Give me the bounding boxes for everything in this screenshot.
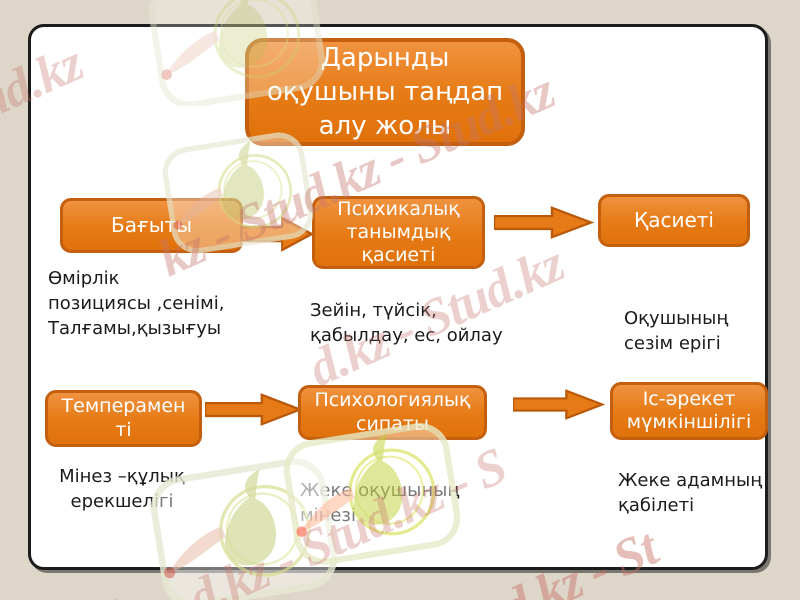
flow-box-label: Темперамен ті	[61, 395, 186, 441]
flow-note: Мінез –құлық ерекшелігі	[59, 466, 185, 513]
flow-arrow-right-icon	[205, 393, 302, 426]
flow-note: Жеке адамның қабілеті	[618, 470, 763, 517]
diagram-title-box: Дарынды оқушыны таңдап алу жолы	[245, 38, 525, 146]
flow-box-is-areket: Іс-әрекет мүмкіншілігі	[610, 382, 768, 440]
flow-box-label: Бағыты	[110, 213, 192, 238]
flow-box-label: Қасиеті	[634, 208, 714, 233]
flow-box-label: Психологиялық сипаты	[314, 389, 471, 435]
flow-box-label: Іс-әрекет мүмкіншілігі	[626, 387, 752, 433]
flow-box-label: Психикалық танымдық қасиеті	[337, 197, 460, 267]
flow-arrow-right-icon	[238, 216, 313, 252]
flow-note: Жеке оқушының мінезі	[300, 480, 460, 527]
flow-box-kasieti: Қасиеті	[598, 194, 750, 247]
flow-note: Оқушының сезім ерігі	[624, 308, 729, 355]
flow-note: Зейін, түйсік, қабылдау, ес, ойлау	[310, 300, 503, 347]
flow-arrow-right-icon	[494, 206, 593, 239]
flow-box-psihologialyk: Психологиялық сипаты	[298, 385, 487, 440]
diagram-title: Дарынды оқушыны таңдап алу жолы	[266, 42, 504, 142]
flow-box-temperament: Темперамен ті	[45, 390, 202, 447]
studkz-watermark-text: Stud.kz	[0, 579, 132, 600]
flow-box-bagyty: Бағыты	[60, 198, 243, 253]
flow-box-psihikalyk: Психикалық танымдық қасиеті	[312, 196, 485, 269]
flow-arrow-right-icon	[513, 389, 604, 420]
flow-note: Өмірлік позициясы ,сенімі, Талғамы,қызығ…	[48, 268, 225, 340]
